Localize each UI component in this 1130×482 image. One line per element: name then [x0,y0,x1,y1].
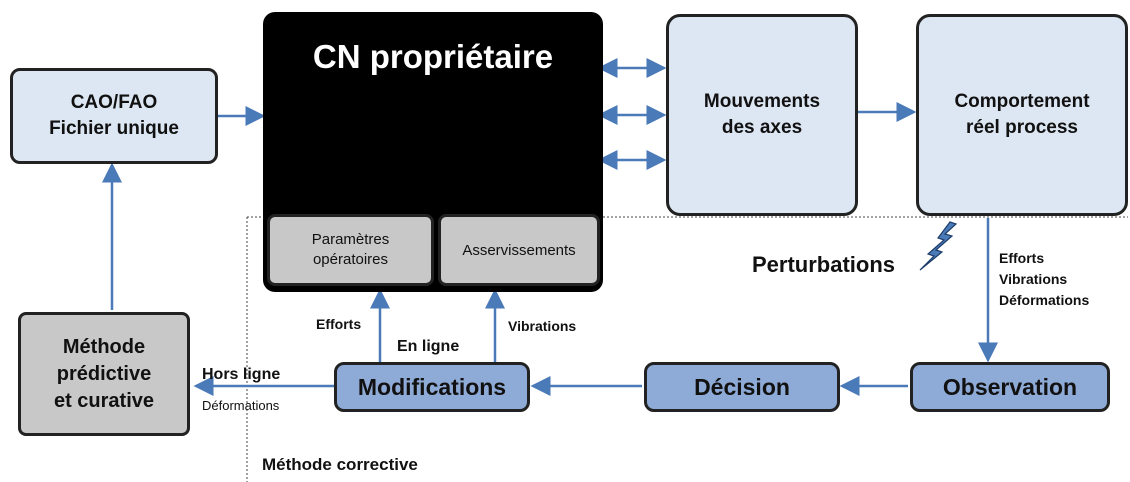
efforts-label: Efforts [316,316,362,332]
parametres-operatoires-box: Paramètres opératoires [267,214,434,286]
asservissements-box: Asservissements [438,214,600,286]
observation-box: Observation [910,362,1110,412]
vibrations-label: Vibrations [508,318,577,334]
methode-predictive-box: Méthode prédictive et curative [18,312,190,436]
en-ligne-label: En ligne [397,338,460,355]
lightning-icon [919,221,958,271]
perturbations-label: Perturbations [752,252,896,277]
comportement-process-box: Comportement réel process [916,14,1128,216]
deformations-label: Déformations [202,398,280,413]
cn-title: CN propriétaire [312,38,554,75]
measures-label: Efforts Vibrations Déformations [999,250,1090,308]
methode-corrective-label: Méthode corrective [262,455,418,474]
cao-fao-box: CAO/FAO Fichier unique [10,68,218,164]
mouvements-axes-box: Mouvements des axes [666,14,858,216]
modifications-box: Modifications [334,362,530,412]
decision-box: Décision [644,362,840,412]
hors-ligne-label: Hors ligne [202,366,281,383]
